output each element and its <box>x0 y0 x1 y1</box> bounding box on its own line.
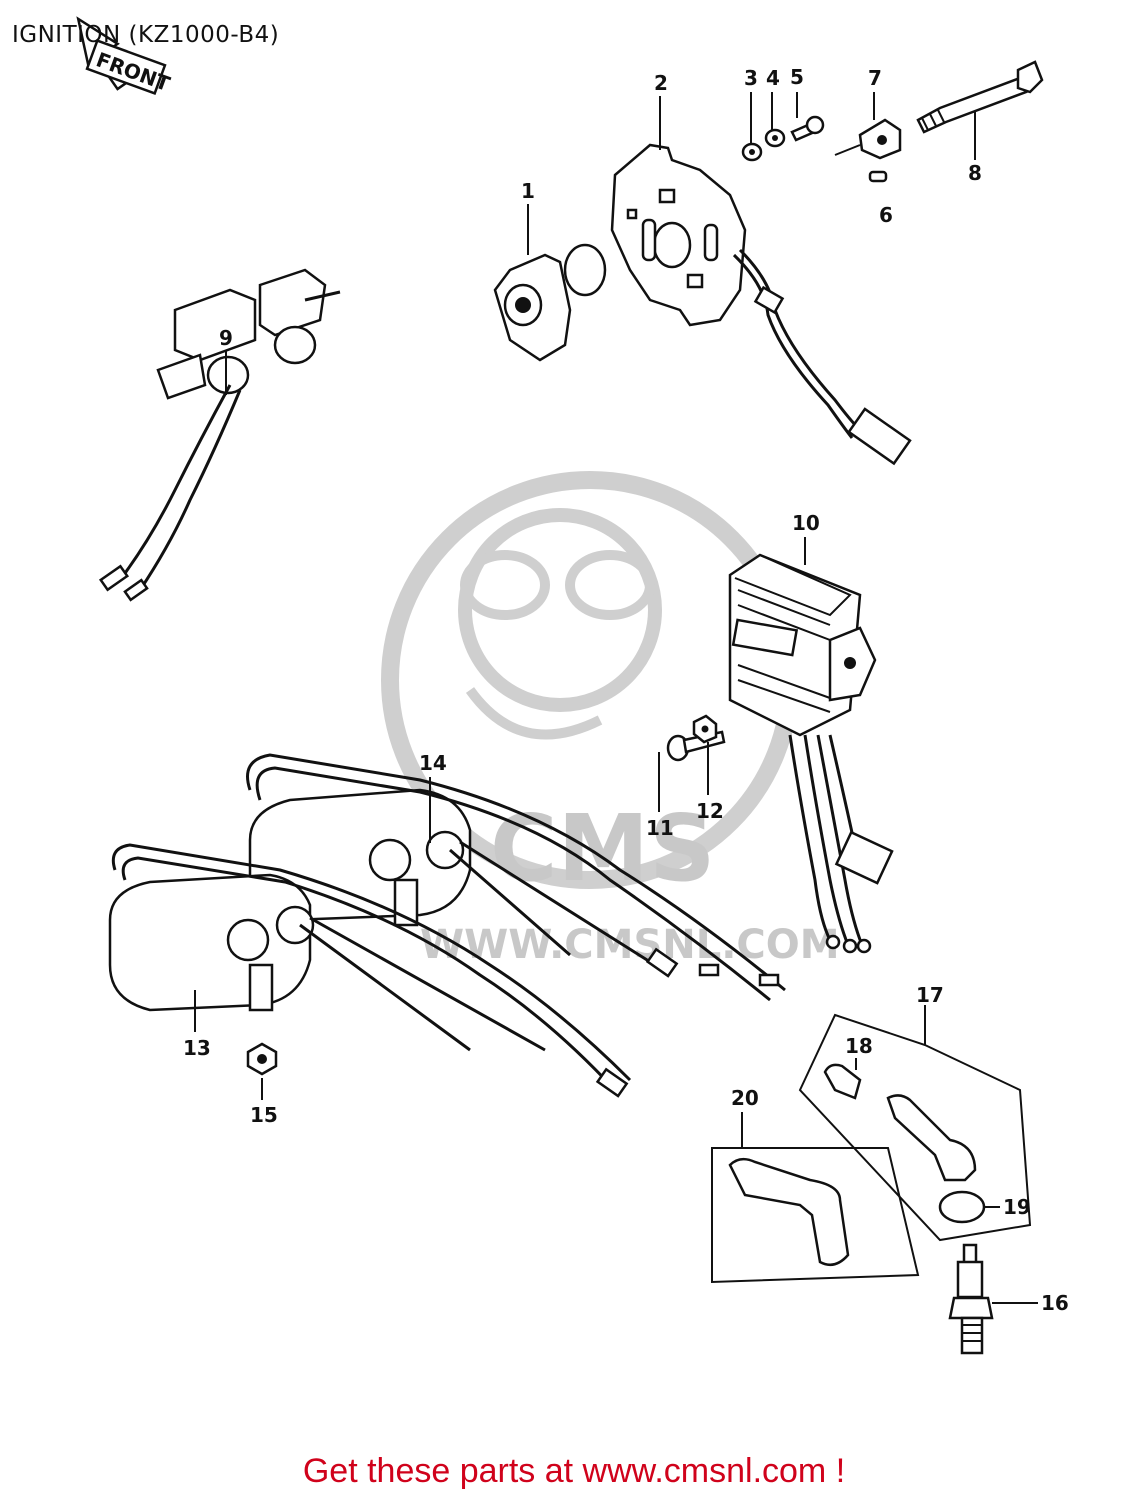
callout-13: 13 <box>183 1036 211 1060</box>
callout-16: 16 <box>1041 1291 1069 1315</box>
footer-link-text[interactable]: Get these parts at www.cmsnl.com ! <box>302 1452 846 1490</box>
callout-labels: 1 2 3 4 5 6 7 8 9 10 11 12 13 14 15 16 1… <box>183 65 1069 1315</box>
part-17-plug-cap-set <box>798 1013 1032 1242</box>
diagram-title: IGNITION (KZ1000-B4) <box>12 22 280 48</box>
callout-14: 14 <box>419 751 447 775</box>
callout-15: 15 <box>250 1103 278 1127</box>
part-6-pin <box>868 170 888 183</box>
callout-3: 3 <box>744 66 758 90</box>
callout-2: 2 <box>654 71 668 95</box>
part-9-pickup-coil <box>98 268 341 602</box>
part-12-nut <box>692 714 718 744</box>
part-5-screw <box>790 115 825 142</box>
part-8-bolt <box>916 60 1044 134</box>
part-10-ic-igniter <box>728 553 894 954</box>
part-18-cap-terminal <box>823 1063 862 1100</box>
callout-4: 4 <box>766 66 780 90</box>
leader-lines <box>194 92 1038 1304</box>
part-2-pickup-plate <box>610 143 912 466</box>
callout-7: 7 <box>868 66 882 90</box>
part-1-rotor <box>493 243 607 362</box>
part-15-nut <box>246 1042 278 1076</box>
callout-18: 18 <box>845 1034 873 1058</box>
callout-6: 6 <box>879 203 893 227</box>
part-4-lock-washer <box>764 128 786 148</box>
part-13-ignition-coil <box>108 843 632 1098</box>
callout-5: 5 <box>790 65 804 89</box>
callout-10: 10 <box>792 511 820 535</box>
callout-8: 8 <box>968 161 982 185</box>
cms-watermark: CMS WWW.CMSNL.COM <box>381 471 840 968</box>
part-19-seal <box>938 1190 986 1224</box>
watermark-brand: CMS <box>490 795 715 902</box>
callout-20: 20 <box>731 1086 759 1110</box>
callout-19: 19 <box>1003 1195 1031 1219</box>
callout-11: 11 <box>646 816 674 840</box>
callout-12: 12 <box>696 799 724 823</box>
part-20-plug-cap <box>711 1147 920 1284</box>
callout-9: 9 <box>219 326 233 350</box>
part-16-spark-plug <box>948 1243 994 1355</box>
watermark-url: WWW.CMSNL.COM <box>420 922 840 968</box>
part-7-advancer <box>858 118 902 160</box>
part-3-washer <box>741 142 763 162</box>
callout-1: 1 <box>521 179 535 203</box>
callout-17: 17 <box>916 983 944 1007</box>
